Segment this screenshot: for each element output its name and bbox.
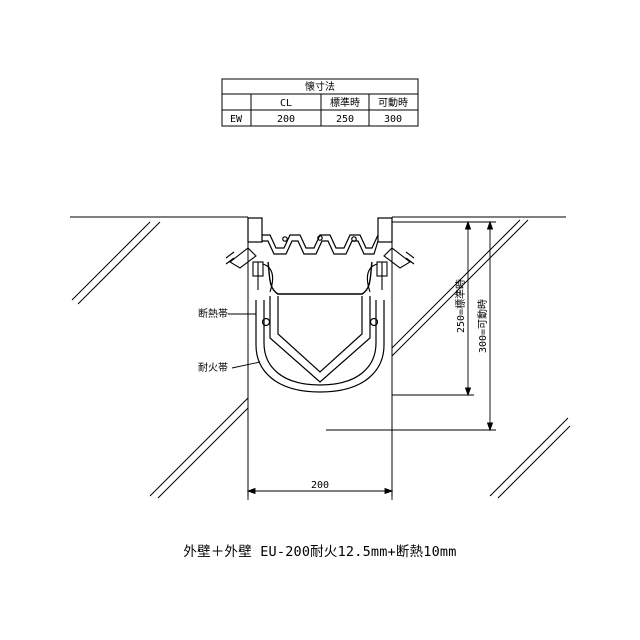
left-wall: [70, 216, 249, 499]
fire-band: [255, 296, 385, 393]
dim-width-label: 200: [311, 480, 329, 491]
dim-standard-label: 250=標準時: [454, 279, 467, 333]
clearance-table: [221, 78, 419, 127]
right-bracket: [366, 247, 415, 293]
drawing-caption: 外壁＋外壁 EU-200耐火12.5mm+断熱10mm: [183, 544, 457, 560]
left-bracket: [225, 247, 274, 293]
table-title: 懐寸法: [305, 80, 335, 93]
table-cell-cl: 200: [277, 114, 295, 125]
label-fire: 耐火帯: [198, 361, 228, 374]
table-row-label: EW: [230, 114, 243, 125]
table-cell-standard: 250: [336, 114, 354, 125]
table-header-cl: CL: [280, 98, 292, 109]
label-insulation: 断熱帯: [198, 307, 228, 320]
inner-tray: [267, 261, 373, 295]
table-header-movable: 可動時: [378, 96, 408, 109]
right-wall: [391, 216, 571, 499]
cover-plate: [247, 217, 393, 255]
table-header-standard: 標準時: [330, 96, 360, 109]
dim-movable-label: 300=可動時: [476, 299, 489, 353]
leader-lines: [228, 313, 261, 369]
movable-dimension: [326, 220, 496, 432]
width-dimension: [246, 487, 394, 500]
table-cell-movable: 300: [384, 114, 402, 125]
